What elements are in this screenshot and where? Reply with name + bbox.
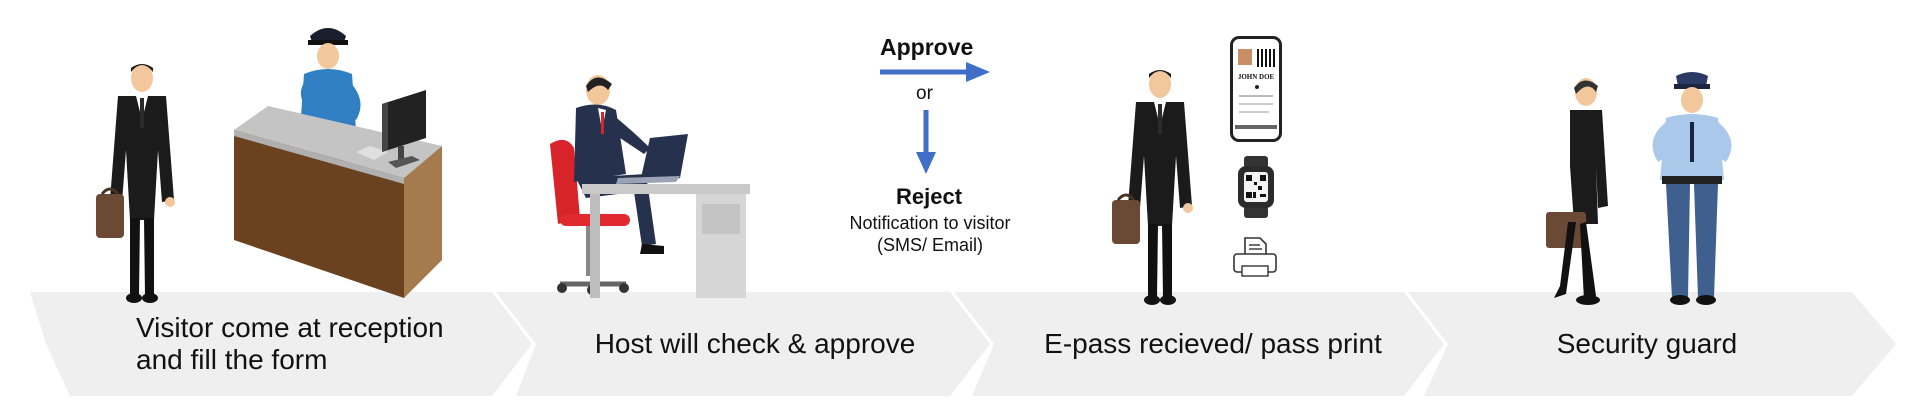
printer-icon [1233,237,1277,277]
phone-epass-icon: JOHN DOE [1230,36,1282,142]
step-1-label-line1: Visitor come at reception [136,312,444,343]
approve-label: Approve [880,34,974,60]
reject-label: Reject [896,184,963,209]
visitor-figure-2 [1112,70,1193,305]
chevron-1 [30,292,532,396]
step-2-label: Host will check & approve [540,292,970,396]
host-at-laptop-figure [550,75,750,298]
smartwatch-qr-icon [1238,156,1274,218]
reject-arrow-head [916,152,936,174]
or-label: or [916,83,933,104]
chevron-4 [1408,292,1896,396]
notification-note-line1: Notification to visitor [849,213,1011,233]
step-4-label-text: Security guard [1556,328,1738,359]
step-2-label-text: Host will check & approve [594,328,916,359]
decision-arrows [880,62,990,174]
reception-desk-icon [234,28,442,298]
notification-note-line2: (SMS/ Email) [876,235,983,255]
step-3-label: E-pass recieved/ pass print [998,292,1428,396]
approve-arrow-head [966,62,990,82]
visitor-figure [96,64,175,303]
security-guard-figure [1652,72,1732,305]
walking-visitor-figure [1546,78,1608,305]
avatar [1238,49,1252,65]
chevron-2 [496,292,990,396]
notification-note: Notification to visitor (SMS/ Email) [826,212,1034,256]
step-1-label-line2: and fill the form [136,344,328,375]
computer-monitor-icon [382,90,426,168]
step-3-label-text: E-pass recieved/ pass print [1044,328,1382,359]
qr-code-icon [1257,49,1275,67]
step-4-label: Security guard [1452,292,1842,396]
chevron-3 [954,292,1444,396]
step-1-label: Visitor come at reception and fill the f… [136,292,496,396]
epass-name: JOHN DOE [1237,73,1275,81]
